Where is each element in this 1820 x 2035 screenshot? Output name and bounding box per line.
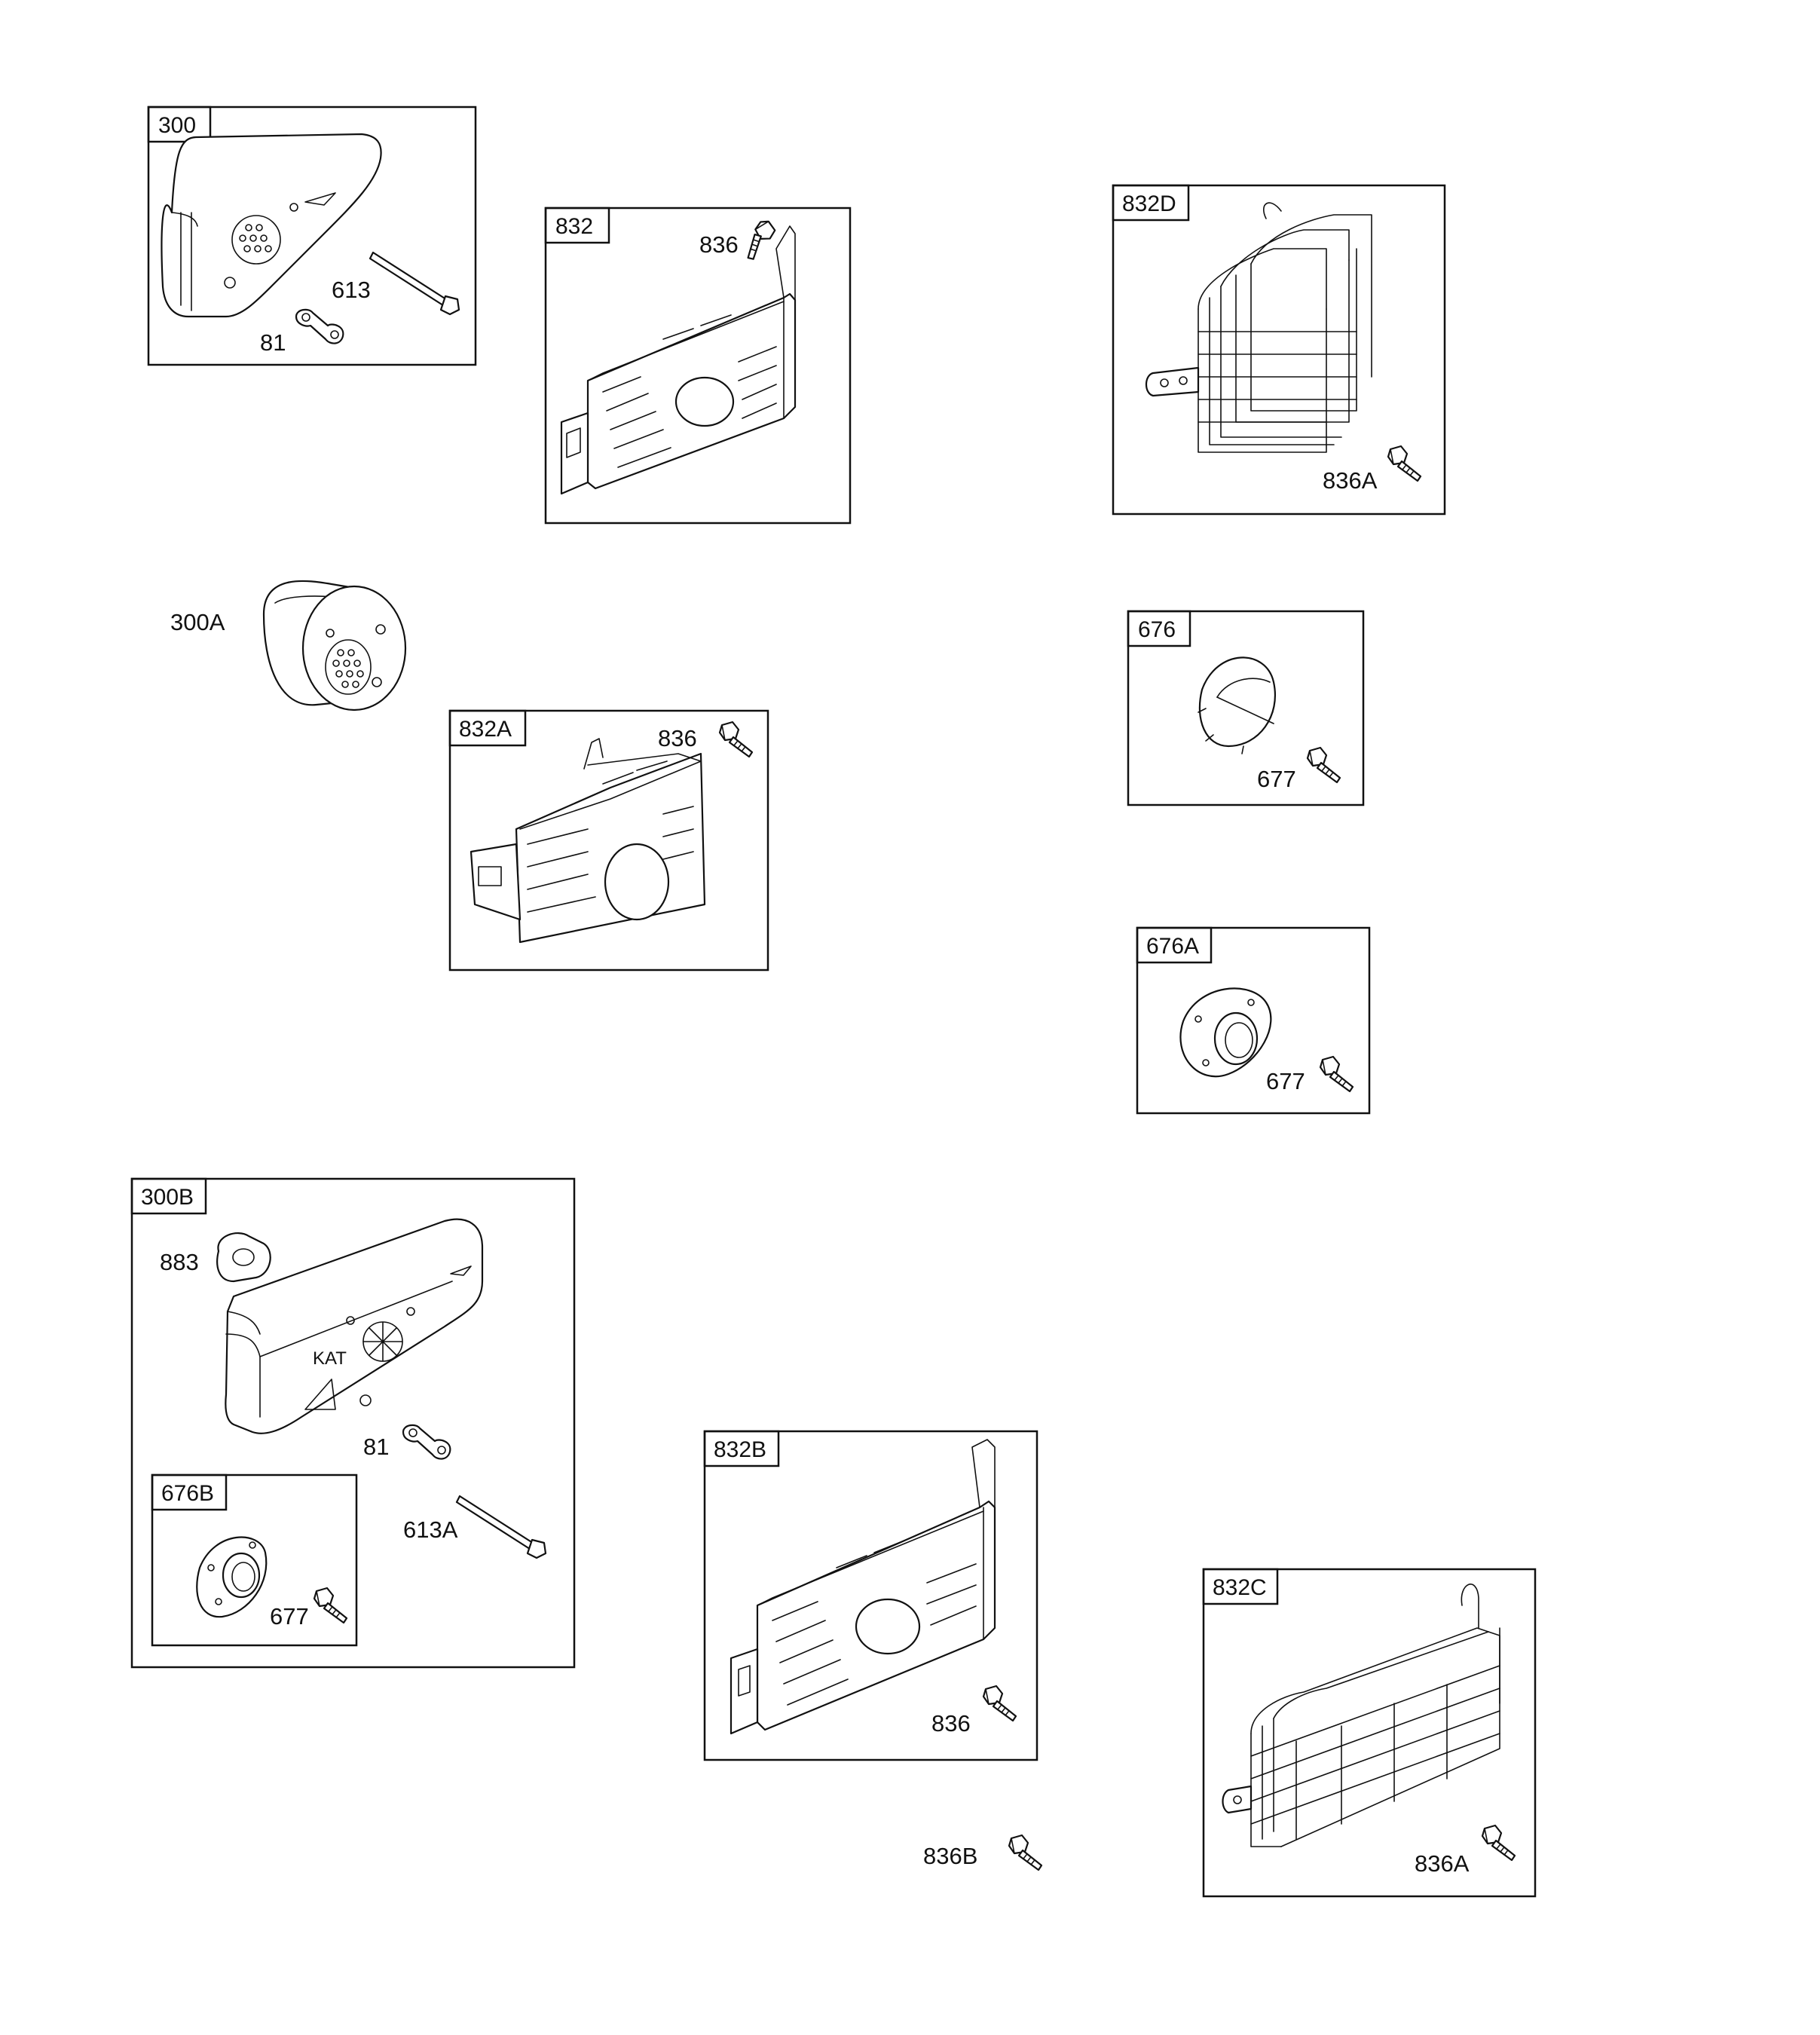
- callout-883: 883: [160, 1249, 199, 1275]
- lock-plate-81-b: [402, 1424, 451, 1460]
- callout-836B: 836B: [923, 1843, 977, 1869]
- panel-676: 676 677: [1127, 610, 1365, 806]
- heat-shield-832B: [730, 1439, 996, 1735]
- callout-836: 836: [699, 231, 739, 258]
- panel-676A: 676A 677: [1136, 926, 1371, 1115]
- round-muffler-300A: [262, 580, 407, 711]
- screw-836A: [1387, 445, 1422, 482]
- bolt-613: [369, 251, 460, 316]
- wire-guard-832C: [1222, 1584, 1500, 1847]
- wire-guard-832D: [1145, 202, 1372, 453]
- panel-label-832B: 832B: [714, 1437, 766, 1462]
- panel-676B: 676B 677: [151, 1473, 358, 1647]
- panel-832B: 832B 836: [703, 1430, 1038, 1761]
- lock-plate-81: [295, 308, 344, 344]
- callout-836A-b: 836A: [1415, 1850, 1470, 1877]
- panel-label-300B: 300B: [141, 1185, 194, 1210]
- deflector-676A: [1179, 987, 1272, 1078]
- panel-300: 300 613 81: [147, 106, 477, 366]
- panel-label-832D: 832D: [1122, 191, 1176, 216]
- screw-677-b: [313, 1587, 348, 1624]
- gasket-883: [216, 1232, 271, 1283]
- deflector-676: [1198, 656, 1276, 754]
- muffler-vent-holes: [239, 224, 272, 252]
- panel-300B: 300B 883 KAT 81 613A: [130, 1177, 576, 1669]
- callout-81: 81: [260, 329, 286, 356]
- part-836B: 836B: [923, 1834, 1043, 1871]
- heat-shield-832: [560, 225, 797, 495]
- panel-label-832A: 832A: [459, 717, 512, 742]
- screw-677: [1306, 746, 1341, 784]
- callout-81-b: 81: [363, 1434, 389, 1460]
- screw-836: [737, 217, 783, 262]
- shield-832A-slots: [527, 760, 694, 913]
- shield-slots: [602, 314, 777, 468]
- panel-832D: 832D 836A: [1112, 184, 1446, 516]
- callout-613: 613: [332, 277, 371, 303]
- callout-836-a: 836: [658, 725, 697, 751]
- callout-677: 677: [1257, 766, 1296, 792]
- callout-677-a: 677: [1266, 1068, 1305, 1094]
- panel-832A: 832A 836: [448, 709, 769, 972]
- panel-832: 832 836: [544, 207, 852, 525]
- callout-836-b: 836: [931, 1710, 971, 1737]
- panel-label-676: 676: [1138, 617, 1176, 642]
- bolt-613A: [455, 1495, 547, 1559]
- shield-832B-slots: [772, 1540, 977, 1706]
- muffler-300A-holes: [332, 649, 364, 688]
- callout-300A: 300A: [170, 609, 225, 635]
- panel-832C: 832C 836A: [1202, 1568, 1537, 1898]
- callout-677-b: 677: [270, 1603, 309, 1630]
- deflector-676B: [196, 1536, 268, 1618]
- muffler-300: [161, 133, 382, 318]
- screw-836A-b: [1481, 1824, 1516, 1862]
- panel-label-832C: 832C: [1213, 1575, 1267, 1600]
- panel-label-676A: 676A: [1146, 934, 1199, 959]
- panel-label-832: 832: [555, 214, 593, 239]
- screw-836-b: [982, 1685, 1017, 1722]
- callout-836A: 836A: [1323, 467, 1378, 494]
- panel-label-300: 300: [158, 113, 196, 138]
- screw-836-a: [718, 721, 754, 758]
- muffler-logo-text: KAT: [313, 1348, 347, 1369]
- screw-836B: [1008, 1834, 1043, 1871]
- part-300A: 300A: [170, 580, 407, 711]
- callout-613A: 613A: [403, 1516, 458, 1543]
- muffler-300B: KAT: [225, 1218, 484, 1434]
- screw-677-a: [1319, 1055, 1354, 1093]
- heat-shield-832A: [470, 738, 706, 944]
- panel-label-676B: 676B: [161, 1481, 214, 1506]
